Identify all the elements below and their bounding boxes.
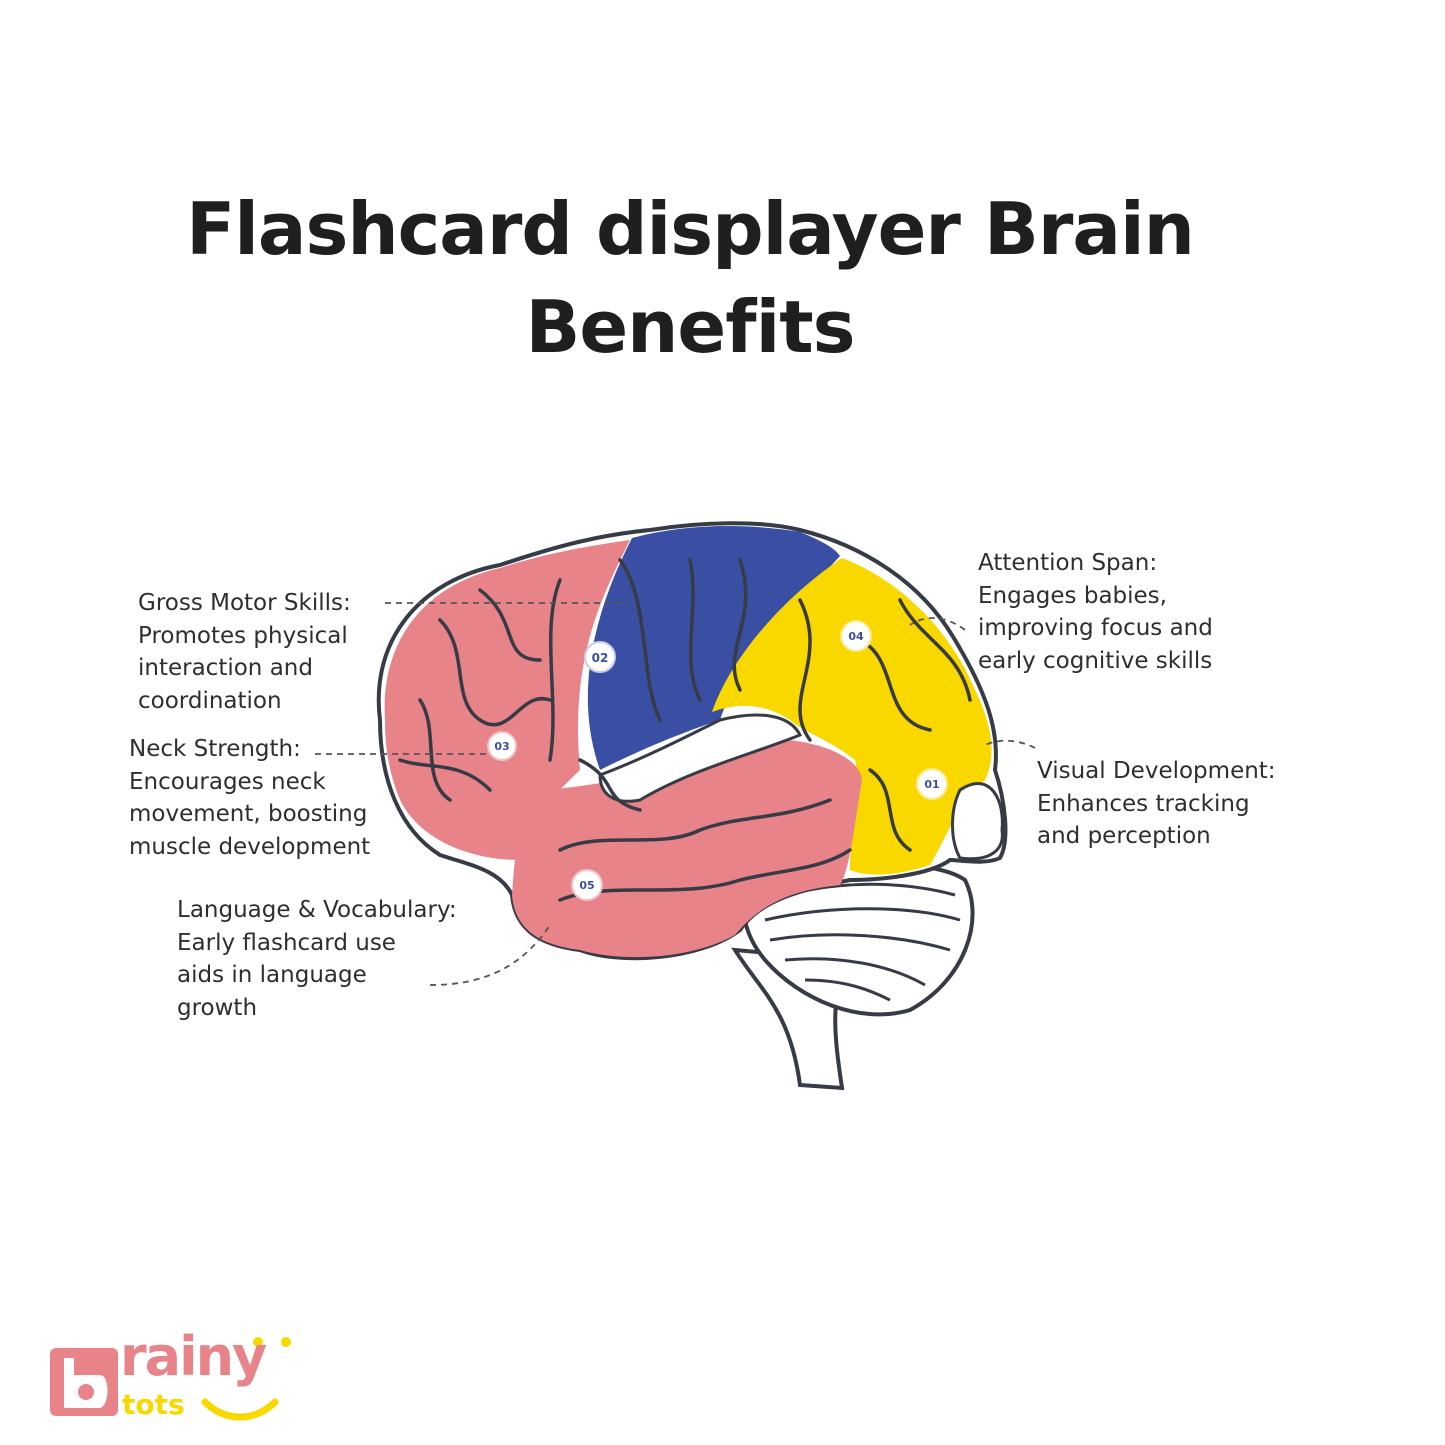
marker-05: 05 [571, 869, 603, 901]
title-line-1: Flashcard displayer Brain [186, 187, 1195, 271]
label-line: muscle development [129, 833, 371, 860]
occipital-tip [951, 782, 1004, 861]
brainy-tots-logo: rainy tots [50, 1330, 310, 1425]
label-line: interaction and [138, 655, 313, 681]
label-line: improving focus and [978, 615, 1213, 641]
label-heading: Neck Strength: [129, 736, 301, 762]
label-line: coordination [138, 687, 282, 714]
label-line: Early flashcard use [177, 929, 396, 956]
label-visual-development: Visual Development: Enhances tracking an… [1037, 755, 1276, 853]
marker-number: 01 [924, 778, 939, 791]
label-neck-strength: Neck Strength: Encourages neck movement,… [129, 733, 370, 863]
region-03-frontal [384, 540, 630, 860]
label-line: early cognitive skills [978, 647, 1213, 674]
marker-03: 03 [487, 731, 517, 761]
label-line: growth [177, 994, 258, 1021]
label-line: and perception [1037, 823, 1211, 849]
label-attention-span: Attention Span: Engages babies, improvin… [978, 547, 1213, 677]
label-line: Promotes physical [138, 622, 348, 649]
marker-number: 04 [848, 630, 864, 643]
marker-04: 04 [840, 620, 872, 652]
label-gross-motor: Gross Motor Skills: Promotes physical in… [138, 587, 351, 717]
region-02-blue [587, 526, 840, 770]
label-line: aids in language [177, 962, 367, 988]
marker-number: 05 [579, 879, 594, 892]
logo-word-tots: tots [122, 1388, 185, 1421]
leader-lines [315, 602, 1036, 986]
gyri-lines [398, 558, 972, 902]
label-line: Encourages neck [129, 768, 326, 795]
region-05-temporal [512, 740, 862, 958]
page-title: Flashcard displayer Brain Benefits [0, 180, 1380, 376]
logo-b-icon [50, 1337, 291, 1421]
label-language: Language & Vocabulary: Early flashcard u… [177, 894, 457, 1024]
marker-02: 02 [584, 641, 616, 673]
label-heading: Attention Span: [978, 550, 1158, 576]
marker-number: 02 [592, 651, 609, 665]
marker-number: 03 [494, 740, 509, 753]
logo-word-rainy: rainy [120, 1325, 267, 1388]
label-line: movement, boosting [129, 801, 368, 827]
label-line: Enhances tracking [1037, 790, 1250, 817]
insula [598, 713, 803, 803]
title-line-2: Benefits [525, 285, 855, 369]
label-heading: Visual Development: [1037, 758, 1276, 784]
label-heading: Language & Vocabulary: [177, 897, 457, 923]
label-heading: Gross Motor Skills: [138, 590, 351, 616]
marker-01: 01 [916, 768, 948, 800]
label-line: Engages babies, [978, 582, 1167, 609]
